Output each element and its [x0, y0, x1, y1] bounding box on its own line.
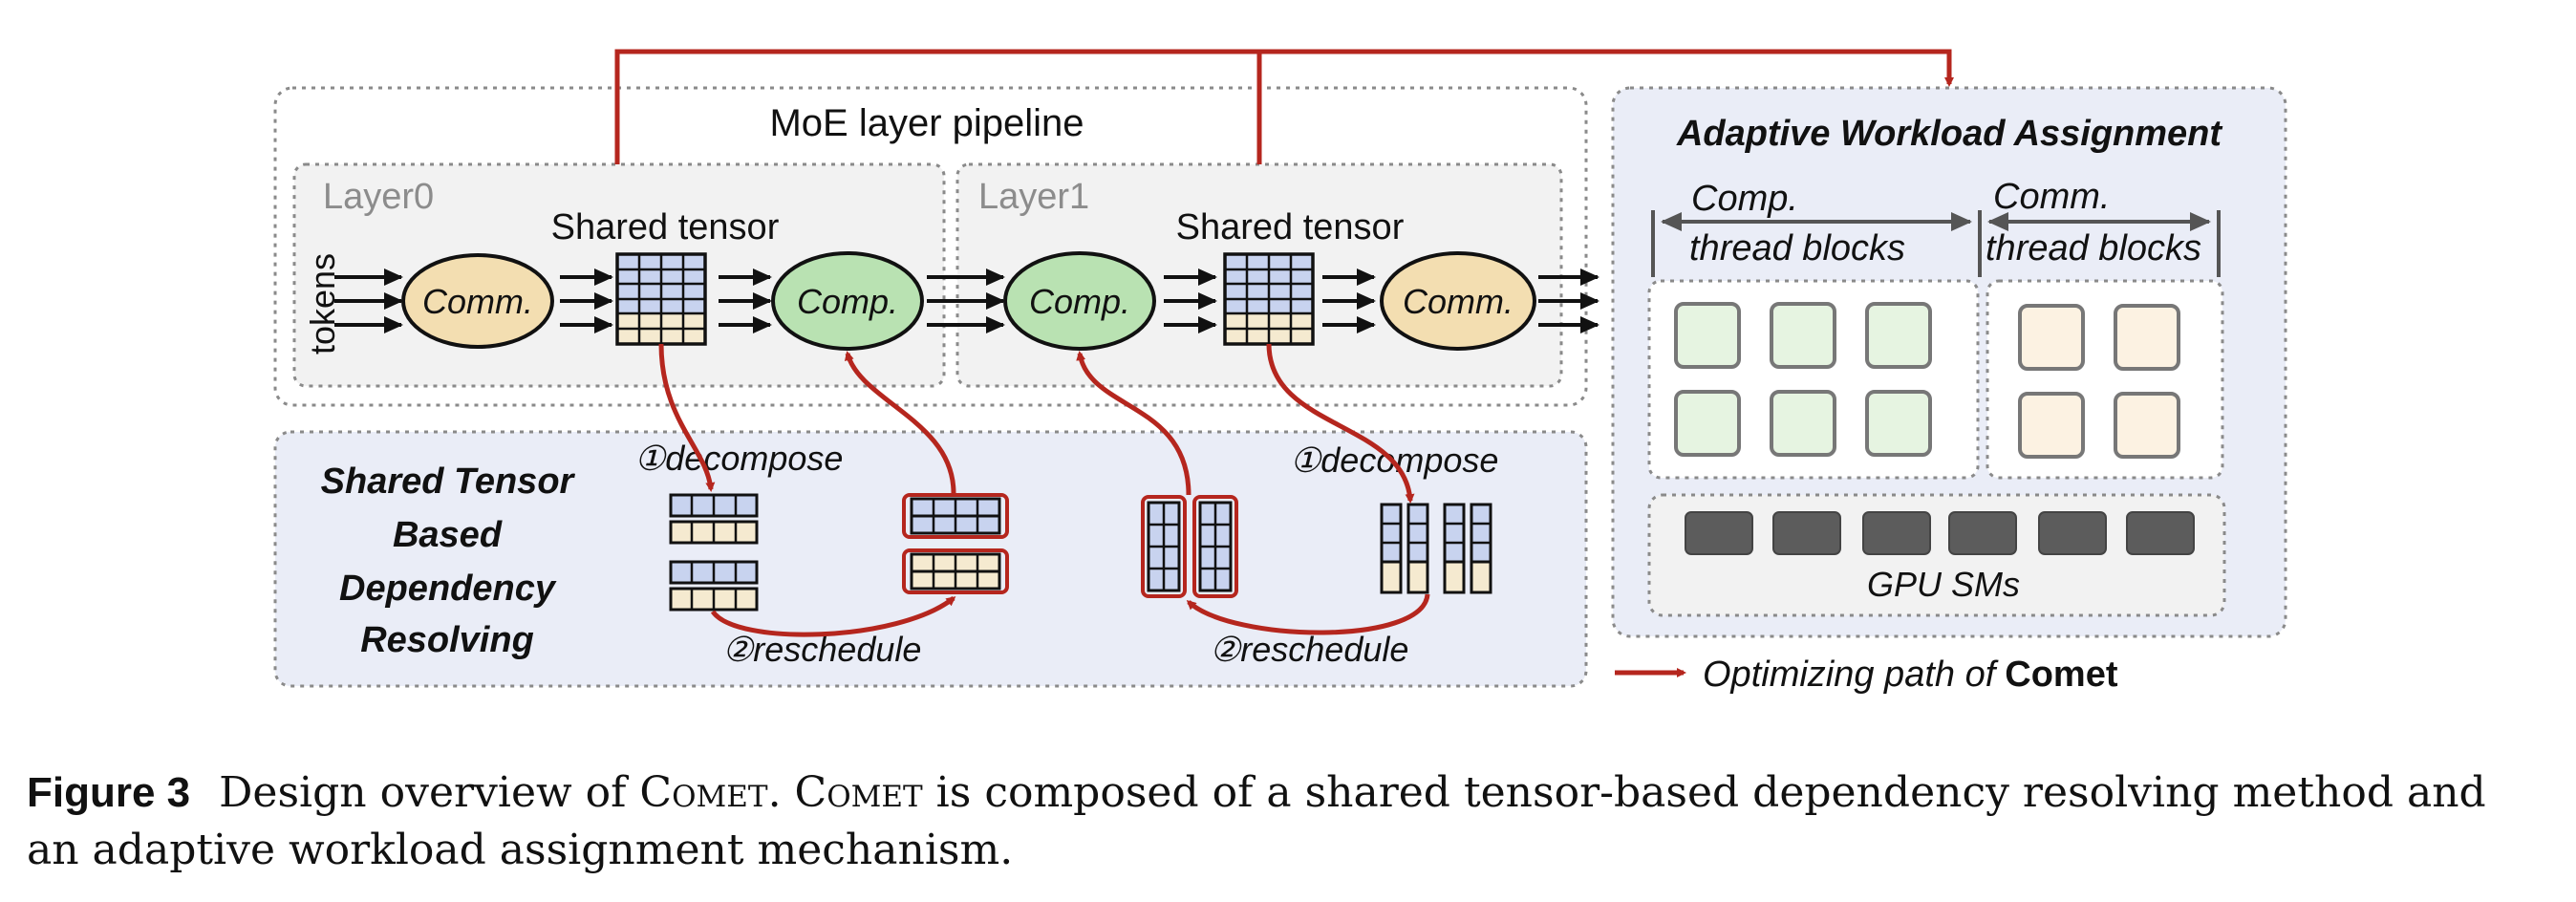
dependency-resolving-title: Shared Tensor Based Dependency Resolving: [321, 462, 576, 660]
tokens-label: tokens: [303, 253, 342, 354]
rescheduled-column-groups: [1141, 495, 1238, 598]
layer0-label: Layer0: [323, 177, 434, 217]
rescheduled-row-groups: [902, 493, 1009, 594]
decomposed-row-chunks: [669, 493, 759, 612]
comm-node-layer0-label: Comm.: [422, 282, 533, 321]
design-overview-diagram: MoE layer pipeline Layer0 Shared tensor …: [273, 49, 2287, 695]
svg-text:Shared Tensor: Shared Tensor: [321, 462, 576, 502]
svg-text:Resolving: Resolving: [360, 620, 534, 660]
comm-thread-blocks: [2018, 304, 2180, 459]
comp-thread-blocks: [1674, 302, 1932, 457]
moe-pipeline-title: MoE layer pipeline: [769, 102, 1084, 144]
comm-node-layer1-label: Comm.: [1403, 282, 1513, 321]
comp-node-layer0-label: Comp.: [797, 282, 898, 321]
gpu-sm-blocks: [1685, 511, 2195, 555]
comm-node-layer1: [1380, 251, 1536, 351]
shared-tensor-grid-1: [1223, 252, 1315, 346]
gpu-sms-label: GPU SMs: [1867, 565, 2020, 604]
decompose-label-left: ①decompose: [634, 439, 843, 478]
comp-node-layer0: [771, 251, 924, 351]
comm-thread-blocks-label-1: Comm.: [1993, 177, 2110, 217]
shared-tensor-label-0: Shared tensor: [551, 207, 780, 247]
adaptive-workload-title: Adaptive Workload Assignment: [1676, 114, 2222, 154]
svg-text:Dependency: Dependency: [339, 569, 557, 609]
legend-text: Optimizing path of: [1703, 655, 1999, 695]
caption-text-b: .: [767, 768, 795, 817]
token-arrows: [334, 268, 1599, 333]
caption-name-1: Comet: [639, 768, 768, 817]
optimizing-paths: [614, 49, 1954, 637]
legend-bold: Comet: [2005, 655, 2118, 695]
shared-tensor-label-1: Shared tensor: [1176, 207, 1405, 247]
svg-text:Based: Based: [393, 515, 503, 555]
layer1-label: Layer1: [978, 177, 1089, 217]
comm-thread-blocks-label-2: thread blocks: [1986, 228, 2201, 268]
caption-name-2: Comet: [794, 768, 923, 817]
comp-thread-blocks-label-1: Comp.: [1691, 179, 1798, 219]
reschedule-label-right: ②reschedule: [1210, 630, 1408, 669]
comm-node-layer0: [401, 253, 554, 349]
figure-label: Figure 3: [27, 769, 191, 816]
shared-tensor-grid-0: [615, 252, 707, 346]
comp-node-layer1: [1003, 251, 1156, 351]
decomposed-column-chunks: [1380, 503, 1492, 594]
comp-node-layer1-label: Comp.: [1029, 282, 1130, 321]
caption-text-c: is composed of a shared tensor-based dep…: [27, 768, 2486, 874]
thread-block-brackets: [1651, 210, 2221, 277]
caption-text-a: Design overview of: [219, 768, 640, 817]
comp-thread-blocks-label-2: thread blocks: [1689, 228, 1905, 268]
